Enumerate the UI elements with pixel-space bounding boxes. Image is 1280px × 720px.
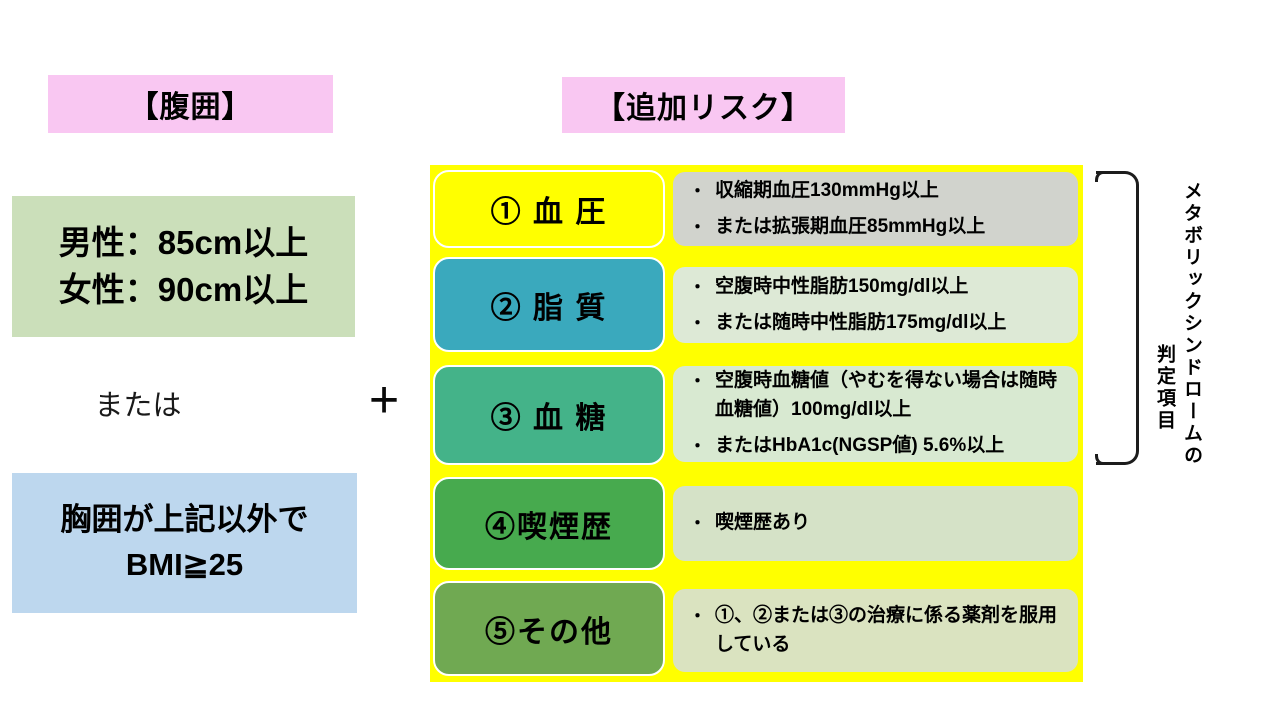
bullet-item: ・ ①、②または③の治療に係る薬剤を服用している bbox=[689, 602, 1068, 659]
bullet-item: ・ 空腹時血糖値（やむを得ない場合は随時血糖値）100mg/dl以上 bbox=[689, 367, 1068, 424]
bullet-item: ・ 空腹時中性脂肪150mg/dl以上 bbox=[689, 273, 1068, 302]
bullet-text: または随時中性脂肪175mg/dl以上 bbox=[715, 312, 1007, 333]
bullet-dot-icon: ・ bbox=[689, 372, 706, 392]
or-label: または bbox=[94, 390, 182, 422]
bullet-dot-icon: ・ bbox=[689, 181, 706, 201]
risk-row-smoking: ④喫煙歴 ・ 喫煙歴あり bbox=[433, 477, 1078, 570]
risk-label-blood-sugar: ③ 血 糖 bbox=[433, 365, 665, 465]
bullet-item: ・ またはHbA1c(NGSP値) 5.6%以上 bbox=[689, 432, 1068, 461]
bullet-text: ①、②または③の治療に係る薬剤を服用している bbox=[715, 605, 1058, 655]
additional-risk-section-header: 【追加リスク】 bbox=[562, 77, 845, 133]
bullet-text: または拡張期血圧85mmHg以上 bbox=[715, 216, 986, 237]
bullet-text: 収縮期血圧130mmHg以上 bbox=[715, 179, 939, 201]
bullet-item: ・ 収縮期血圧130mmHg以上 bbox=[689, 177, 1068, 206]
bmi-criteria-box: 胸囲が上記以外で BMI≧25 bbox=[12, 473, 357, 613]
risk-table: ① 血 圧 ・ 収縮期血圧130mmHg以上 ・ または拡張期血圧85mmHg以… bbox=[430, 165, 1083, 682]
bmi-criteria-line2: BMI≧25 bbox=[125, 547, 244, 582]
risk-row-blood-sugar: ③ 血 糖 ・ 空腹時血糖値（やむを得ない場合は随時血糖値）100mg/dl以上… bbox=[433, 365, 1078, 465]
risk-row-lipid: ② 脂 質 ・ 空腹時中性脂肪150mg/dl以上 ・ または随時中性脂肪175… bbox=[433, 257, 1078, 352]
risk-row-blood-pressure: ① 血 圧 ・ 収縮期血圧130mmHg以上 ・ または拡張期血圧85mmHg以… bbox=[433, 170, 1078, 248]
bullet-item: ・ または随時中性脂肪175mg/dl以上 bbox=[689, 309, 1068, 338]
risk-detail-other: ・ ①、②または③の治療に係る薬剤を服用している bbox=[673, 589, 1078, 672]
bullet-dot-icon: ・ bbox=[689, 218, 706, 237]
bullet-text: 喫煙歴あり bbox=[715, 512, 811, 534]
risk-detail-lipid: ・ 空腹時中性脂肪150mg/dl以上 ・ または随時中性脂肪175mg/dl以… bbox=[673, 267, 1078, 343]
metabolic-syndrome-annotation-line2: 判定項目 bbox=[1154, 344, 1175, 432]
bmi-criteria-line1: 胸囲が上記以外で bbox=[60, 502, 309, 538]
bullet-dot-icon: ・ bbox=[689, 607, 706, 626]
waist-criteria-female: 女性：90cm以上 bbox=[58, 270, 309, 308]
bullet-text: 空腹時中性脂肪150mg/dl以上 bbox=[715, 275, 969, 297]
risk-label-lipid: ② 脂 質 bbox=[433, 257, 665, 352]
metabolic-syndrome-annotation-line1: メタボリックシンドロームの bbox=[1181, 181, 1202, 467]
bullet-text: 空腹時血糖値（やむを得ない場合は随時血糖値）100mg/dl以上 bbox=[715, 370, 1058, 420]
bullet-dot-icon: ・ bbox=[689, 514, 706, 534]
bullet-text: またはHbA1c(NGSP値) 5.6%以上 bbox=[715, 435, 1005, 457]
waist-section-header: 【腹囲】 bbox=[48, 75, 333, 133]
risk-row-other: ⑤その他 ・ ①、②または③の治療に係る薬剤を服用している bbox=[433, 581, 1078, 676]
risk-detail-blood-pressure: ・ 収縮期血圧130mmHg以上 ・ または拡張期血圧85mmHg以上 bbox=[673, 172, 1078, 246]
bullet-dot-icon: ・ bbox=[689, 437, 706, 457]
bullet-item: ・ または拡張期血圧85mmHg以上 bbox=[689, 213, 1068, 242]
risk-label-other: ⑤その他 bbox=[433, 581, 665, 676]
bullet-item: ・ 喫煙歴あり bbox=[689, 509, 1068, 538]
risk-detail-smoking: ・ 喫煙歴あり bbox=[673, 486, 1078, 561]
grouping-bracket-icon bbox=[1095, 171, 1139, 465]
bullet-dot-icon: ・ bbox=[689, 314, 706, 333]
risk-detail-blood-sugar: ・ 空腹時血糖値（やむを得ない場合は随時血糖値）100mg/dl以上 ・ または… bbox=[673, 366, 1078, 462]
bullet-dot-icon: ・ bbox=[689, 277, 706, 297]
plus-icon: + bbox=[368, 371, 400, 429]
risk-label-smoking: ④喫煙歴 bbox=[433, 477, 665, 570]
risk-label-blood-pressure: ① 血 圧 bbox=[433, 170, 665, 248]
waist-criteria-box: 男性：85cm以上 女性：90cm以上 bbox=[12, 196, 355, 337]
waist-criteria-male: 男性：85cm以上 bbox=[58, 223, 309, 261]
